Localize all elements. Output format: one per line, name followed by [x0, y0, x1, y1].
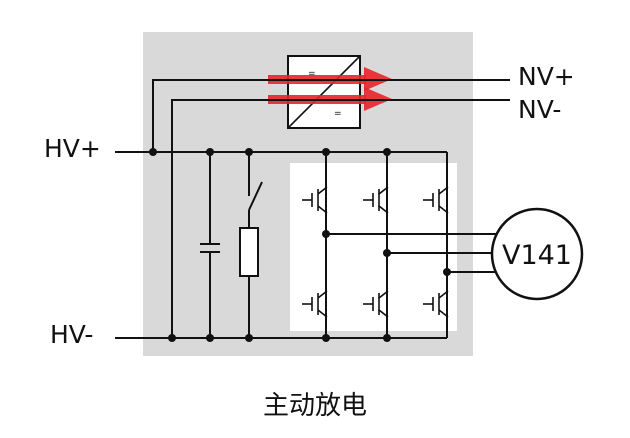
inverter-legs	[325, 152, 448, 338]
motor	[490, 207, 584, 301]
label-nv-plus: NV+	[518, 62, 575, 91]
nv-wiring	[152, 79, 510, 338]
svg-text:=: =	[308, 69, 316, 79]
label-hv-minus: HV-	[50, 320, 93, 349]
label-motor: V141	[502, 240, 572, 271]
discharge-switch	[248, 152, 263, 228]
phase-outputs	[326, 233, 500, 273]
label-nv-minus: NV-	[518, 95, 561, 124]
dcdc-converter: = =	[287, 55, 361, 129]
junction-dots	[149, 148, 451, 342]
discharge-resistor	[239, 227, 259, 277]
caption: 主动放电	[263, 391, 367, 421]
svg-text:=: =	[334, 109, 342, 119]
dc-link-capacitor	[200, 152, 220, 338]
label-hv-plus: HV+	[44, 134, 101, 163]
